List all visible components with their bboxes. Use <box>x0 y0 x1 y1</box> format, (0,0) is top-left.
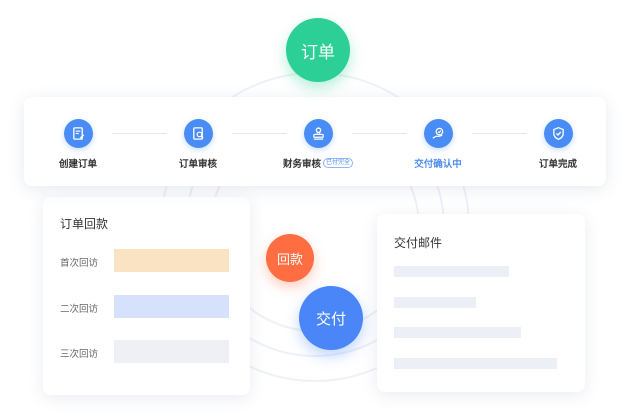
mail-content-placeholder <box>394 358 557 369</box>
visit-bar-second <box>114 295 229 318</box>
delivery-card-title: 交付邮件 <box>394 236 443 250</box>
delivery-mail-card: 交付邮件 <box>377 214 585 392</box>
step-connector <box>472 133 527 134</box>
delivery-bubble-label: 交付 <box>315 310 346 328</box>
step-finance-review: 财务审核 已付完全 <box>278 119 358 170</box>
visit-label: 首次回访 <box>60 258 99 269</box>
visit-bar-first <box>114 249 229 272</box>
document-search-icon <box>183 119 213 148</box>
step-delivery-confirming: 交付确认中 <box>398 119 478 170</box>
payment-card-title: 订单回款 <box>60 217 109 231</box>
order-bubble: 订单 <box>286 18 350 82</box>
step-create-order: 创建订单 <box>38 119 118 170</box>
stamp-icon <box>303 119 333 148</box>
visit-bar-third <box>114 340 229 363</box>
delivery-bubble: 交付 <box>299 286 363 350</box>
hand-check-icon <box>423 119 453 148</box>
mail-content-placeholder <box>394 327 521 338</box>
payment-status-badge: 已付完全 <box>323 158 354 168</box>
mail-content-placeholder <box>394 266 509 277</box>
payment-bubble: 回款 <box>266 234 314 282</box>
step-connector <box>232 133 287 134</box>
shield-check-icon <box>543 119 573 148</box>
order-process-card: 创建订单 订单审核 财务审核 已付完全 <box>24 97 606 186</box>
step-label: 订单审核 <box>178 159 217 170</box>
step-order-complete: 订单完成 <box>518 119 598 170</box>
payment-bubble-label: 回款 <box>276 251 303 267</box>
step-connector <box>112 133 167 134</box>
mail-content-placeholder <box>394 297 476 308</box>
step-label: 财务审核 <box>282 159 321 170</box>
step-connector <box>352 133 407 134</box>
payment-card: 订单回款 首次回访 二次回访 三次回访 <box>43 197 250 395</box>
step-label: 订单完成 <box>538 159 577 170</box>
visit-label: 三次回访 <box>60 349 99 360</box>
step-order-review: 订单审核 <box>158 119 238 170</box>
document-edit-icon <box>63 119 93 148</box>
visit-label: 二次回访 <box>60 304 99 315</box>
step-label: 交付确认中 <box>414 159 462 170</box>
step-label: 创建订单 <box>58 159 97 170</box>
order-bubble-label: 订单 <box>301 42 335 62</box>
